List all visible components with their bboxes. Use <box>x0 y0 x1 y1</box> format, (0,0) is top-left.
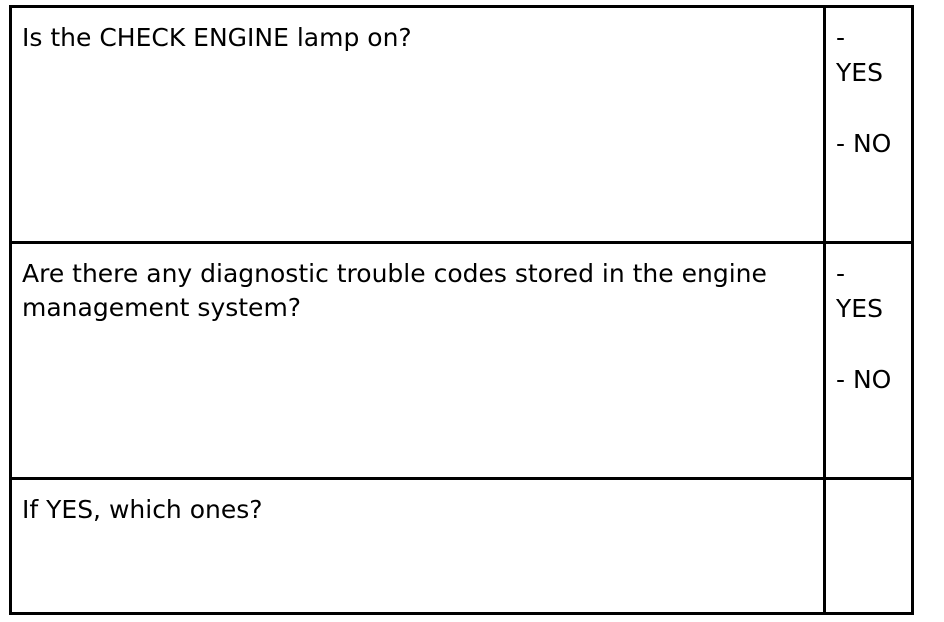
option-yes[interactable]: - YES <box>836 256 905 326</box>
question-text: Is the CHECK ENGINE lamp on? <box>22 23 412 52</box>
answer-cell[interactable]: - YES - NO <box>823 5 914 244</box>
question-cell: Is the CHECK ENGINE lamp on? <box>9 5 826 244</box>
option-label: YES <box>836 294 883 323</box>
option-label: NO <box>852 129 892 158</box>
table-row: Are there any diagnostic trouble codes s… <box>9 241 914 480</box>
option-dash: - <box>836 365 853 394</box>
question-cell: Are there any diagnostic trouble codes s… <box>9 241 826 480</box>
option-dash: - <box>836 259 846 288</box>
diagnostic-questionnaire-table: Is the CHECK ENGINE lamp on? - YES - NO … <box>9 5 914 615</box>
answer-options: - YES - NO <box>826 8 911 161</box>
question-text: If YES, which ones? <box>22 495 263 524</box>
option-dash: - <box>836 129 853 158</box>
question-text: Are there any diagnostic trouble codes s… <box>22 259 767 322</box>
option-yes[interactable]: - YES <box>836 20 905 90</box>
table-row: Is the CHECK ENGINE lamp on? - YES - NO <box>9 5 914 244</box>
option-no[interactable]: - NO <box>836 362 905 397</box>
answer-options: - YES - NO <box>826 244 911 397</box>
option-label: NO <box>852 365 892 394</box>
option-no[interactable]: - NO <box>836 126 905 161</box>
answer-cell-empty[interactable] <box>823 477 914 615</box>
answer-cell[interactable]: - YES - NO <box>823 241 914 480</box>
table-row: If YES, which ones? <box>9 477 914 615</box>
option-label: YES <box>836 58 883 87</box>
question-cell: If YES, which ones? <box>9 477 826 615</box>
option-dash: - <box>836 23 846 52</box>
